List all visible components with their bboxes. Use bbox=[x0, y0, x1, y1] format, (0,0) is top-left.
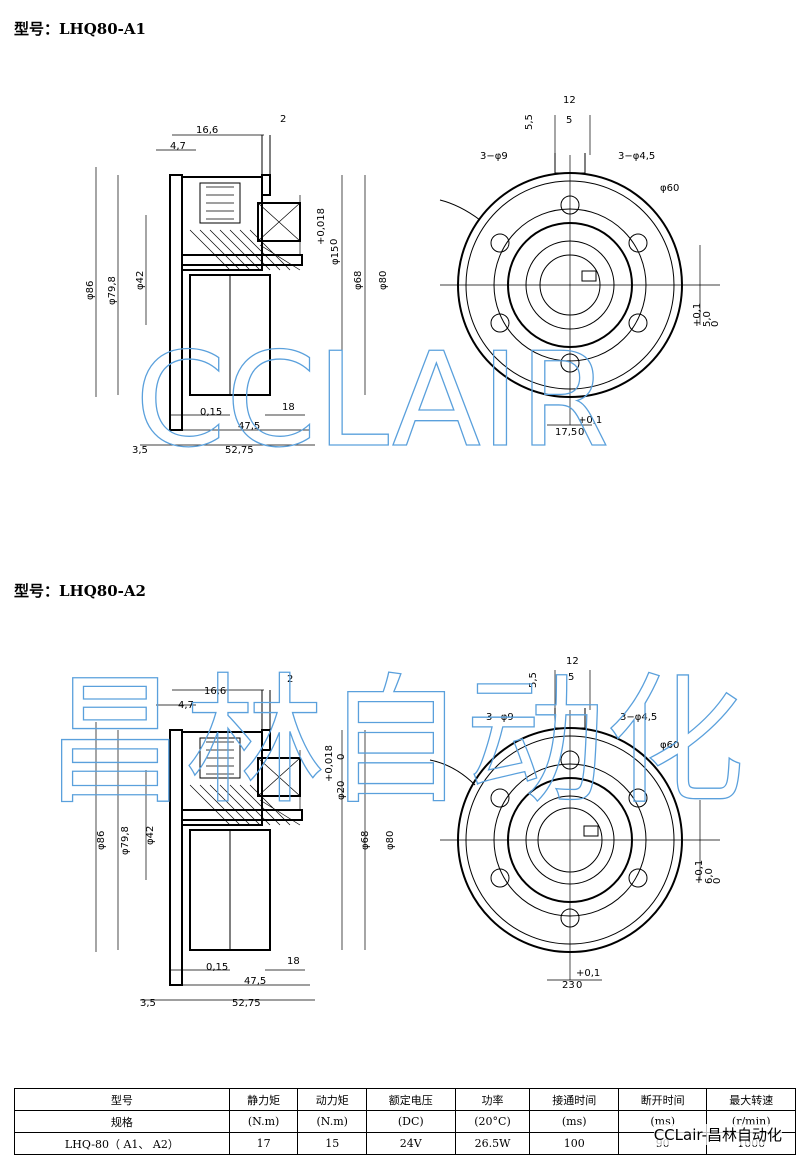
header-cell: 断开时间 bbox=[617, 1088, 708, 1111]
header-cell: (N.m) bbox=[297, 1110, 368, 1133]
dim-d79-8: φ79,8 bbox=[107, 276, 118, 305]
dim-d80: φ80 bbox=[378, 271, 389, 290]
header-cell: (ms) bbox=[529, 1110, 619, 1133]
dim2-d86: φ86 bbox=[96, 831, 107, 850]
dim2-tol23b: 0 bbox=[576, 980, 582, 991]
dim-17-5: 17,5 bbox=[555, 427, 577, 438]
dim-18: 18 bbox=[282, 402, 295, 413]
dim2-key-6-tolb: 0 bbox=[712, 878, 723, 884]
dim2-d68: φ68 bbox=[360, 831, 371, 850]
header-cell: (N.m) bbox=[228, 1110, 299, 1133]
header-cell: 规格 bbox=[14, 1110, 230, 1133]
side-view bbox=[95, 134, 366, 446]
dim2-d42: φ42 bbox=[145, 826, 156, 845]
header-cell: 动力矩 bbox=[297, 1088, 368, 1111]
side-view-2 bbox=[95, 689, 366, 1001]
model-title-a1: 型号：LHQ80-A1 bbox=[14, 20, 146, 38]
model-title-a2: 型号：LHQ80-A2 bbox=[14, 582, 146, 600]
dimension-labels-a1: 16,6 2 4,7 φ86 φ79,8 φ42 φ15 +0,018 0 φ6… bbox=[85, 95, 721, 456]
dim-tol17: +0,1 bbox=[578, 415, 602, 426]
dim2-5: 5 bbox=[568, 672, 574, 683]
dim2-23: 23 bbox=[562, 980, 575, 991]
table-row: 规格 (N.m) (N.m) (DC) (20°C) (ms) (ms) (r/… bbox=[14, 1110, 796, 1133]
table-cell: 26.5W bbox=[454, 1132, 531, 1155]
dim2-47-5: 47,5 bbox=[244, 976, 266, 987]
dim2-3-5: 3,5 bbox=[140, 998, 156, 1009]
svg-text:CCLAIR: CCLAIR bbox=[135, 324, 610, 465]
dim-3-5: 3,5 bbox=[132, 445, 148, 456]
dim2-d79-8: φ79,8 bbox=[120, 826, 131, 855]
dim2-holes-9: 3−φ9 bbox=[486, 712, 514, 723]
dim-47-5: 47,5 bbox=[238, 421, 260, 432]
dim-tol17b: 0 bbox=[578, 427, 584, 438]
dim-tol15: +0,018 bbox=[316, 208, 327, 245]
dim2-4-7: 4,7 bbox=[178, 700, 194, 711]
header-cell: (DC) bbox=[366, 1110, 456, 1133]
header-cell: 静力矩 bbox=[228, 1088, 299, 1111]
dim-16-6: 16,6 bbox=[196, 125, 218, 136]
table-cell: 24V bbox=[366, 1132, 456, 1155]
dim-4-7: 4,7 bbox=[170, 141, 186, 152]
dim-0-15: 0,15 bbox=[200, 407, 222, 418]
dimension-labels-a2: 16,6 2 4,7 φ86 φ79,8 φ42 φ20 +0,018 0 φ6… bbox=[96, 656, 723, 1009]
dim-52-75: 52,75 bbox=[225, 445, 254, 456]
dim-holes-4-5: 3−φ4,5 bbox=[618, 151, 655, 162]
drawing-lhq80-a2: 16,6 2 4,7 φ86 φ79,8 φ42 φ20 +0,018 0 φ6… bbox=[44, 656, 745, 1009]
dim-d42: φ42 bbox=[135, 271, 146, 290]
dim-key-5: 5,0 bbox=[702, 311, 713, 327]
header-cell: (20°C) bbox=[454, 1110, 531, 1133]
front-view-2 bbox=[429, 670, 720, 981]
dim-5-5: 5,5 bbox=[524, 114, 535, 130]
front-view bbox=[439, 115, 720, 426]
dim-12: 12 bbox=[563, 95, 576, 106]
dim2-16-6: 16,6 bbox=[204, 686, 226, 697]
dim2-0-15: 0,15 bbox=[206, 962, 228, 973]
dim2-d60: φ60 bbox=[660, 740, 679, 751]
dim-2: 2 bbox=[280, 114, 286, 125]
dim2-18: 18 bbox=[287, 956, 300, 967]
dim-key-5-tolb: 0 bbox=[710, 321, 721, 327]
table-cell: 100 bbox=[529, 1132, 619, 1155]
dim2-d80: φ80 bbox=[385, 831, 396, 850]
header-cell: 功率 bbox=[454, 1088, 531, 1111]
dim2-key-6: 6,0 bbox=[704, 868, 715, 884]
dim2-d20: φ20 bbox=[336, 781, 347, 800]
dim2-5-5: 5,5 bbox=[528, 672, 539, 688]
drawing-lhq80-a1: 16,6 2 4,7 φ86 φ79,8 φ42 φ15 +0,018 0 φ6… bbox=[85, 95, 721, 465]
dim2-2: 2 bbox=[287, 674, 293, 685]
table-cell: LHQ-80（ A1、 A2） bbox=[14, 1132, 230, 1155]
dim2-52-75: 52,75 bbox=[232, 998, 261, 1009]
dim-tol15b: 0 bbox=[329, 239, 340, 245]
dim2-holes-4-5: 3−φ4,5 bbox=[620, 712, 657, 723]
table-cell: 17 bbox=[228, 1132, 299, 1155]
dim-d15: φ15 bbox=[330, 246, 341, 265]
dim-d86: φ86 bbox=[85, 281, 96, 300]
svg-text:昌林自动化: 昌林自动化 bbox=[45, 661, 745, 824]
dim-holes-9: 3−φ9 bbox=[480, 151, 508, 162]
dim2-tol20b: 0 bbox=[336, 754, 347, 760]
dim-d60: φ60 bbox=[660, 183, 679, 194]
dim2-12: 12 bbox=[566, 656, 579, 667]
dim-5: 5 bbox=[566, 115, 572, 126]
dim2-tol23: +0,1 bbox=[576, 968, 600, 979]
header-cell: 额定电压 bbox=[366, 1088, 456, 1111]
dim2-tol20: +0,018 bbox=[324, 745, 335, 782]
table-cell: 15 bbox=[297, 1132, 368, 1155]
dim-key-5-tol: +0,1 bbox=[692, 303, 703, 327]
header-cell: 接通时间 bbox=[529, 1088, 619, 1111]
header-cell: 最大转速 bbox=[706, 1088, 796, 1111]
header-cell: 型号 bbox=[14, 1088, 230, 1111]
corner-watermark: CCLair-昌林自动化 bbox=[653, 1124, 782, 1145]
watermark-cclair: CCLAIR bbox=[134, 323, 610, 465]
dim-d68: φ68 bbox=[353, 271, 364, 290]
dim2-key-6-tol: +0,1 bbox=[694, 860, 705, 884]
watermark-chinese: 昌林自动化 bbox=[44, 660, 745, 824]
table-row: 型号 静力矩 动力矩 额定电压 功率 接通时间 断开时间 最大转速 bbox=[14, 1088, 796, 1111]
